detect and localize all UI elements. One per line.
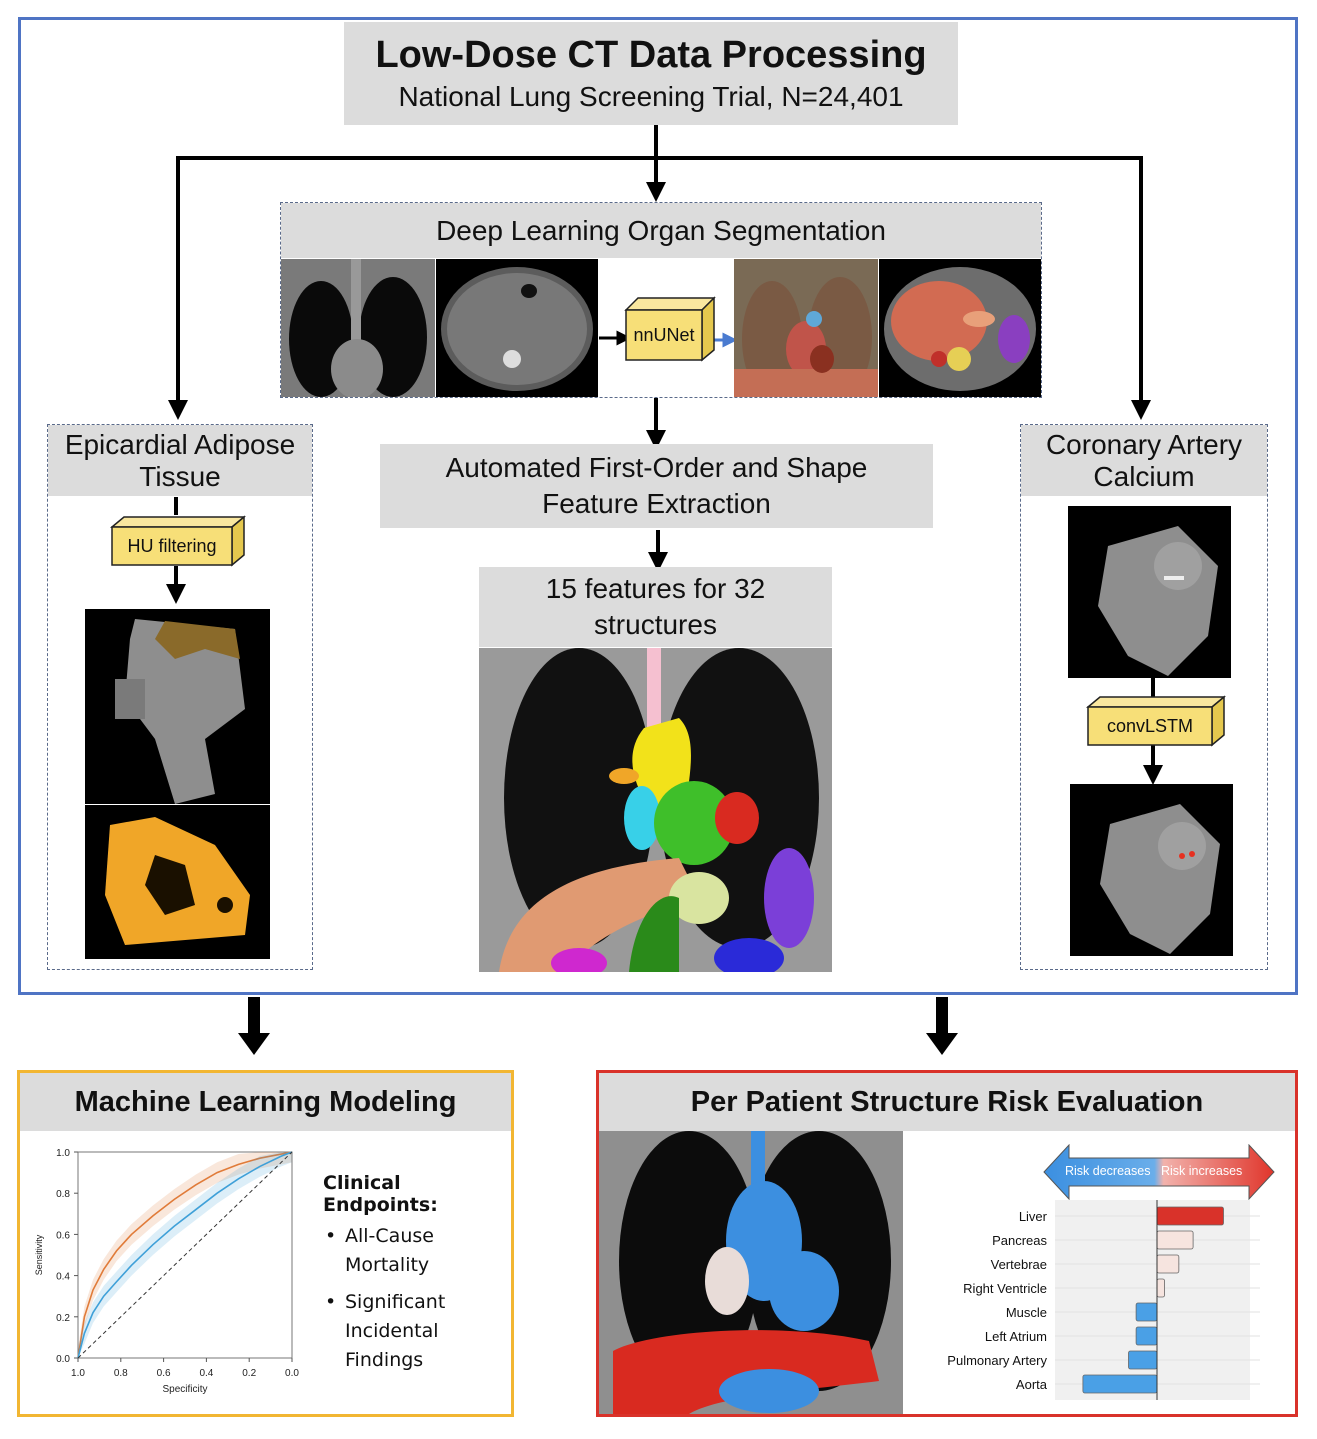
segmentation-panel [280,202,1042,398]
coronary-title-line2: Calcium [1093,460,1195,492]
x-tick-label: 0.4 [199,1368,213,1379]
y-tick-label: 0.2 [56,1313,70,1324]
features-title-line1: 15 features for 32 [545,573,766,604]
bar-aorta [1082,1374,1158,1394]
risk-decreases-label: Risk decreases [1065,1164,1151,1178]
nnunet-label: nnUNet [633,324,695,345]
epicardial-ct-image [85,609,270,804]
epicardial-title: Epicardial Adipose Tissue [48,425,312,496]
endpoint-2-line1: Significant [345,1291,446,1313]
x-tick-label: 1.0 [71,1368,85,1379]
bar-category-label: Aorta [1016,1377,1048,1392]
processing-frame [18,17,1298,995]
endpoint-1: • All-Cause Mortality [323,1222,508,1280]
x-axis-label: Specificity [162,1384,207,1395]
roc-series-line-2 [77,1151,293,1359]
extraction-title: Automated First-Order and Shape Feature … [380,444,933,528]
bar-category-label: Pancreas [992,1233,1047,1248]
ct-axial-segmented-image [879,259,1041,397]
epicardial-3d-image [85,805,270,959]
y-axis-label: Sensitivity [34,1234,44,1275]
hu-filtering-block: HU filtering [110,515,246,567]
coronary-title: Coronary Artery Calcium [1021,425,1267,496]
roc-series-line-0 [77,1151,293,1359]
risk-evaluation-title: Per Patient Structure Risk Evaluation [599,1073,1295,1131]
endpoint-1-line1: All-Cause [345,1225,434,1247]
bar-vertebrae [1156,1254,1180,1274]
confidence-band [78,1152,292,1358]
extraction-title-line2: Feature Extraction [542,488,771,519]
y-tick-label: 0.0 [56,1354,70,1365]
ct-coronal-input-image [281,259,435,397]
bar-liver [1156,1206,1224,1226]
coronary-title-line1: Coronary Artery [1045,428,1243,460]
clinical-endpoints: Clinical Endpoints: • All-Cause Mortalit… [323,1172,508,1375]
page-subtitle: National Lung Screening Trial, N=24,401 [398,81,904,112]
x-tick-label: 0.2 [242,1368,256,1379]
coronary-ct-input-image [1068,506,1231,678]
nnunet-model-block: nnUNet [624,296,716,362]
ct-axial-input-image [436,259,598,397]
ml-modeling-frame [17,1070,514,1417]
endpoint-2-line3: Findings [345,1349,424,1371]
y-tick-label: 0.4 [56,1272,70,1283]
endpoint-1-line2: Mortality [345,1254,430,1276]
x-tick-label: 0.0 [285,1368,299,1379]
bar-left-atrium [1135,1326,1158,1346]
bar-category-label: Liver [1019,1209,1048,1224]
epicardial-panel [47,424,313,970]
bar-pulmonary-artery [1128,1350,1158,1370]
segmentation-title: Deep Learning Organ Segmentation [281,203,1041,258]
roc-series-line-1 [77,1151,293,1359]
ml-modeling-title: Machine Learning Modeling [20,1073,511,1131]
risk-evaluation-frame [596,1070,1298,1417]
endpoints-title: Clinical Endpoints: [323,1172,438,1216]
y-tick-label: 0.8 [56,1189,70,1200]
ct-coronal-segmented-image [734,259,878,397]
coronary-ct-output-image [1070,784,1233,956]
extraction-title-line1: Automated First-Order and Shape [445,452,868,483]
endpoint-2-line2: Incidental [345,1320,439,1342]
convlstm-block: convLSTM [1086,695,1226,747]
epicardial-title-line2: Tissue [139,460,221,492]
y-tick-label: 1.0 [56,1148,70,1159]
title-box: Low-Dose CT Data Processing National Lun… [344,22,958,125]
x-tick-label: 0.8 [114,1368,128,1379]
x-tick-label: 0.6 [157,1368,171,1379]
organ-3d-rendering-image [479,648,832,972]
hu-filtering-label: HU filtering [127,535,217,556]
bar-category-label: Muscle [1006,1305,1047,1320]
risk-increases-label: Risk increases [1161,1164,1243,1178]
risk-direction-arrows: Risk decreases Risk increases [1043,1144,1275,1200]
bar-category-label: Vertebrae [991,1257,1047,1272]
bar-right-ventricle [1156,1278,1165,1298]
bullet-icon: • [325,1291,337,1313]
epicardial-title-line1: Epicardial Adipose [64,428,296,460]
bar-pancreas [1156,1230,1194,1250]
y-tick-label: 0.6 [56,1230,70,1241]
features-title: 15 features for 32 structures [479,567,832,647]
bullet-icon: • [325,1225,337,1247]
endpoint-2: • Significant Incidental Findings [323,1288,508,1375]
bar-muscle [1135,1302,1158,1322]
bar-category-label: Pulmonary Artery [947,1353,1047,1368]
bar-category-label: Left Atrium [985,1329,1047,1344]
coronary-panel [1020,424,1268,970]
bar-category-label: Right Ventricle [963,1281,1047,1296]
bar-plot-background [1055,1200,1250,1400]
risk-3d-rendering-image [599,1131,903,1414]
convlstm-label: convLSTM [1106,715,1194,736]
page-title: Low-Dose CT Data Processing [375,34,927,76]
features-title-line2: structures [594,609,717,640]
